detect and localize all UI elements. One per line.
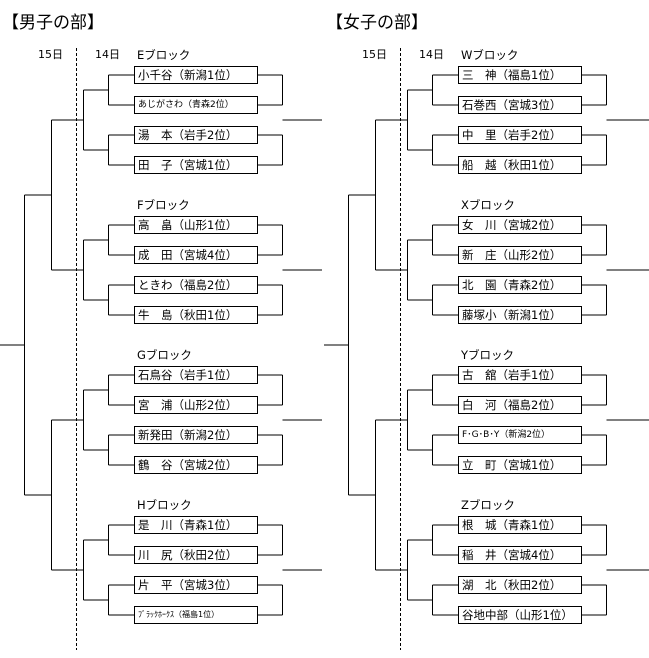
women-wx-merge [348, 120, 376, 270]
men-team-box: 是 川（青森1位） [134, 516, 258, 534]
women-y-r2 [581, 434, 607, 466]
women-z-pair1 [407, 524, 459, 556]
men-team-box: ときわ（福島2位） [134, 276, 258, 294]
men-team-box: 鶴 谷（宮城2位） [134, 456, 258, 474]
women-day-15-label: 15日 [362, 48, 387, 61]
men-division-title: 【男子の部】 [2, 13, 104, 33]
women-x-merge [375, 240, 408, 300]
women-team-box: 根 城（青森1位） [458, 516, 582, 534]
men-f-r1 [257, 224, 283, 256]
women-team-box: 湖 北（秋田2位） [458, 576, 582, 594]
men-gh-merge [24, 420, 52, 570]
men-final-merge [0, 195, 25, 495]
men-f-pair2 [83, 284, 135, 316]
men-h-pair2 [83, 584, 135, 616]
women-block-x-label: Xブロック [461, 198, 515, 212]
women-team-box: 中 里（岩手2位） [458, 126, 582, 144]
men-h-pair1 [83, 524, 135, 556]
women-team-box: 石巻西（宮城3位） [458, 96, 582, 114]
women-z-r2 [581, 584, 607, 616]
women-block-z-label: Zブロック [461, 498, 515, 512]
women-z-merge [375, 540, 408, 600]
women-y-merge [375, 390, 408, 450]
men-e-r2 [257, 134, 283, 166]
women-team-box: 古 舘（岩手1位） [458, 366, 582, 384]
women-block-y-label: Yブロック [461, 348, 515, 362]
men-g-r1 [257, 374, 283, 406]
men-block-g-label: Gブロック [137, 348, 192, 362]
men-block-f-label: Fブロック [137, 198, 190, 212]
women-y-pair1 [407, 374, 459, 406]
men-e-pair2 [83, 134, 135, 166]
men-f-r2 [257, 284, 283, 316]
men-h-r1 [257, 524, 283, 556]
men-team-box: 片 平（宮城3位） [134, 576, 258, 594]
men-team-box: 小千谷（新潟1位） [134, 66, 258, 84]
men-team-box: ﾌﾞﾗｯｸﾎｰｸｽ（福島1位） [134, 606, 258, 624]
men-day-15-label: 15日 [38, 48, 63, 61]
women-x-r1 [581, 224, 607, 256]
women-team-box: F･G･B･Y（新潟2位） [458, 426, 582, 444]
women-y-r1 [581, 374, 607, 406]
women-w-r1 [581, 74, 607, 106]
women-team-box: 三 神（福島1位） [458, 66, 582, 84]
men-g-r2 [257, 434, 283, 466]
women-team-box: 北 園（青森2位） [458, 276, 582, 294]
men-team-box: 宮 浦（山形2位） [134, 396, 258, 414]
women-x-r2 [581, 284, 607, 316]
women-final-merge [324, 195, 349, 495]
men-f-pair1 [83, 224, 135, 256]
men-block-h-label: Hブロック [137, 498, 192, 512]
men-g-merge [51, 390, 84, 450]
women-team-box: 谷地中部（山形1位） [458, 606, 582, 624]
men-e-merge [51, 90, 84, 150]
men-g-pair2 [83, 434, 135, 466]
men-h-merge [51, 540, 84, 600]
men-ef-merge [24, 120, 52, 270]
men-team-box: 成 田（宮城4位） [134, 246, 258, 264]
women-w-pair1 [407, 74, 459, 106]
women-z-pair2 [407, 584, 459, 616]
men-g-pair1 [83, 374, 135, 406]
men-e-r1 [257, 74, 283, 106]
men-team-box: 新発田（新潟2位） [134, 426, 258, 444]
women-team-box: 女 川（宮城2位） [458, 216, 582, 234]
women-team-box: 新 庄（山形2位） [458, 246, 582, 264]
women-w-merge [375, 90, 408, 150]
women-x-pair2 [407, 284, 459, 316]
women-team-box: 船 越（秋田1位） [458, 156, 582, 174]
women-x-pair1 [407, 224, 459, 256]
men-team-box: あじがさわ（青森2位） [134, 96, 258, 114]
women-w-r2 [581, 134, 607, 166]
men-day-14-label: 14日 [95, 48, 120, 61]
women-division-title: 【女子の部】 [326, 13, 428, 33]
men-team-box: 田 子（宮城1位） [134, 156, 258, 174]
women-team-box: 白 河（福島2位） [458, 396, 582, 414]
women-z-r1 [581, 524, 607, 556]
men-team-box: 湯 本（岩手2位） [134, 126, 258, 144]
women-team-box: 藤塚小（新潟1位） [458, 306, 582, 324]
women-y-pair2 [407, 434, 459, 466]
men-block-e-label: Eブロック [137, 48, 191, 62]
men-team-box: 牛 島（秋田1位） [134, 306, 258, 324]
women-day-14-label: 14日 [419, 48, 444, 61]
men-team-box: 石鳥谷（岩手1位） [134, 366, 258, 384]
women-team-box: 稲 井（宮城4位） [458, 546, 582, 564]
men-e-pair1 [83, 74, 135, 106]
women-yz-merge [348, 420, 376, 570]
women-w-pair2 [407, 134, 459, 166]
women-block-w-label: Wブロック [461, 48, 519, 62]
women-team-box: 立 町（宮城1位） [458, 456, 582, 474]
men-h-r2 [257, 584, 283, 616]
men-team-box: 川 尻（秋田2位） [134, 546, 258, 564]
men-team-box: 高 畠（山形1位） [134, 216, 258, 234]
men-f-merge [51, 240, 84, 300]
